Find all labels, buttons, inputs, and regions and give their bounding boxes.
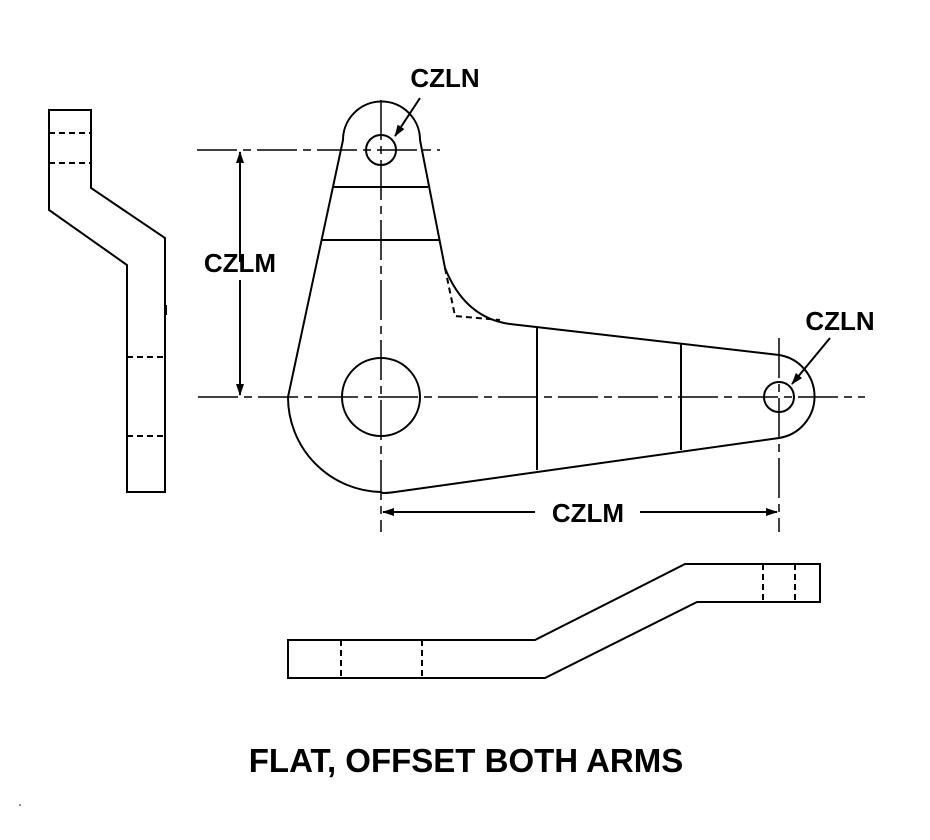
plan-view — [197, 97, 865, 532]
speck — [19, 804, 21, 806]
leader-right-hole — [791, 337, 831, 385]
label-czln-right: CZLN — [805, 306, 874, 336]
label-czlm-vertical: CZLM — [204, 248, 276, 278]
label-czlm-horizontal: CZLM — [552, 498, 624, 528]
leader-top-hole — [394, 97, 421, 137]
side-view — [48, 109, 167, 493]
edge-view — [287, 563, 821, 679]
caption: FLAT, OFFSET BOTH ARMS — [249, 742, 683, 779]
label-czln-top: CZLN — [410, 63, 479, 93]
center-lines — [197, 100, 865, 532]
